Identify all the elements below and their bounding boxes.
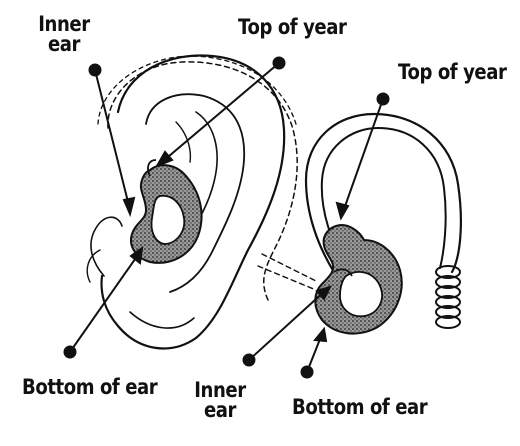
right-earpiece xyxy=(304,112,462,329)
leader-top-left xyxy=(161,62,280,163)
dot-inner-ear-left xyxy=(88,63,102,77)
label-inner-ear-left-line1: Inner xyxy=(38,12,90,36)
left-earmold xyxy=(130,159,203,264)
right-ear-hook xyxy=(304,112,462,274)
leader-lines xyxy=(63,56,390,379)
left-ear-helix-fold xyxy=(145,93,246,293)
dot-bottom-right xyxy=(300,365,314,379)
leader-bottom-left xyxy=(69,251,141,353)
leader-inner-ear-right xyxy=(248,289,327,361)
leader-inner-ear-left xyxy=(94,69,131,211)
label-inner-ear-left: Inner ear xyxy=(33,12,95,56)
label-inner-ear-right: Inner ear xyxy=(191,378,249,422)
label-inner-ear-right-line1: Inner xyxy=(194,378,246,402)
left-face-contour xyxy=(90,216,123,277)
label-bottom-of-ear-right: Bottom of ear xyxy=(292,395,428,419)
dot-inner-ear-right xyxy=(242,353,256,367)
left-ear xyxy=(86,54,319,350)
left-ear-outline xyxy=(100,54,286,350)
label-inner-ear-left-line2: ear xyxy=(47,32,81,56)
leader-top-right xyxy=(342,98,384,213)
label-inner-ear-right-line2: ear xyxy=(203,398,237,422)
label-top-of-year-left: Top of year xyxy=(238,15,347,39)
label-top-of-year-right: Top of year xyxy=(398,60,507,84)
dot-top-left xyxy=(272,56,286,70)
coiled-cord xyxy=(435,265,461,329)
dot-bottom-left xyxy=(63,345,77,359)
label-bottom-of-ear-left: Bottom of ear xyxy=(22,375,158,399)
left-cord-dashed xyxy=(107,61,298,301)
right-earmold xyxy=(314,224,403,335)
dot-top-right xyxy=(376,92,390,106)
